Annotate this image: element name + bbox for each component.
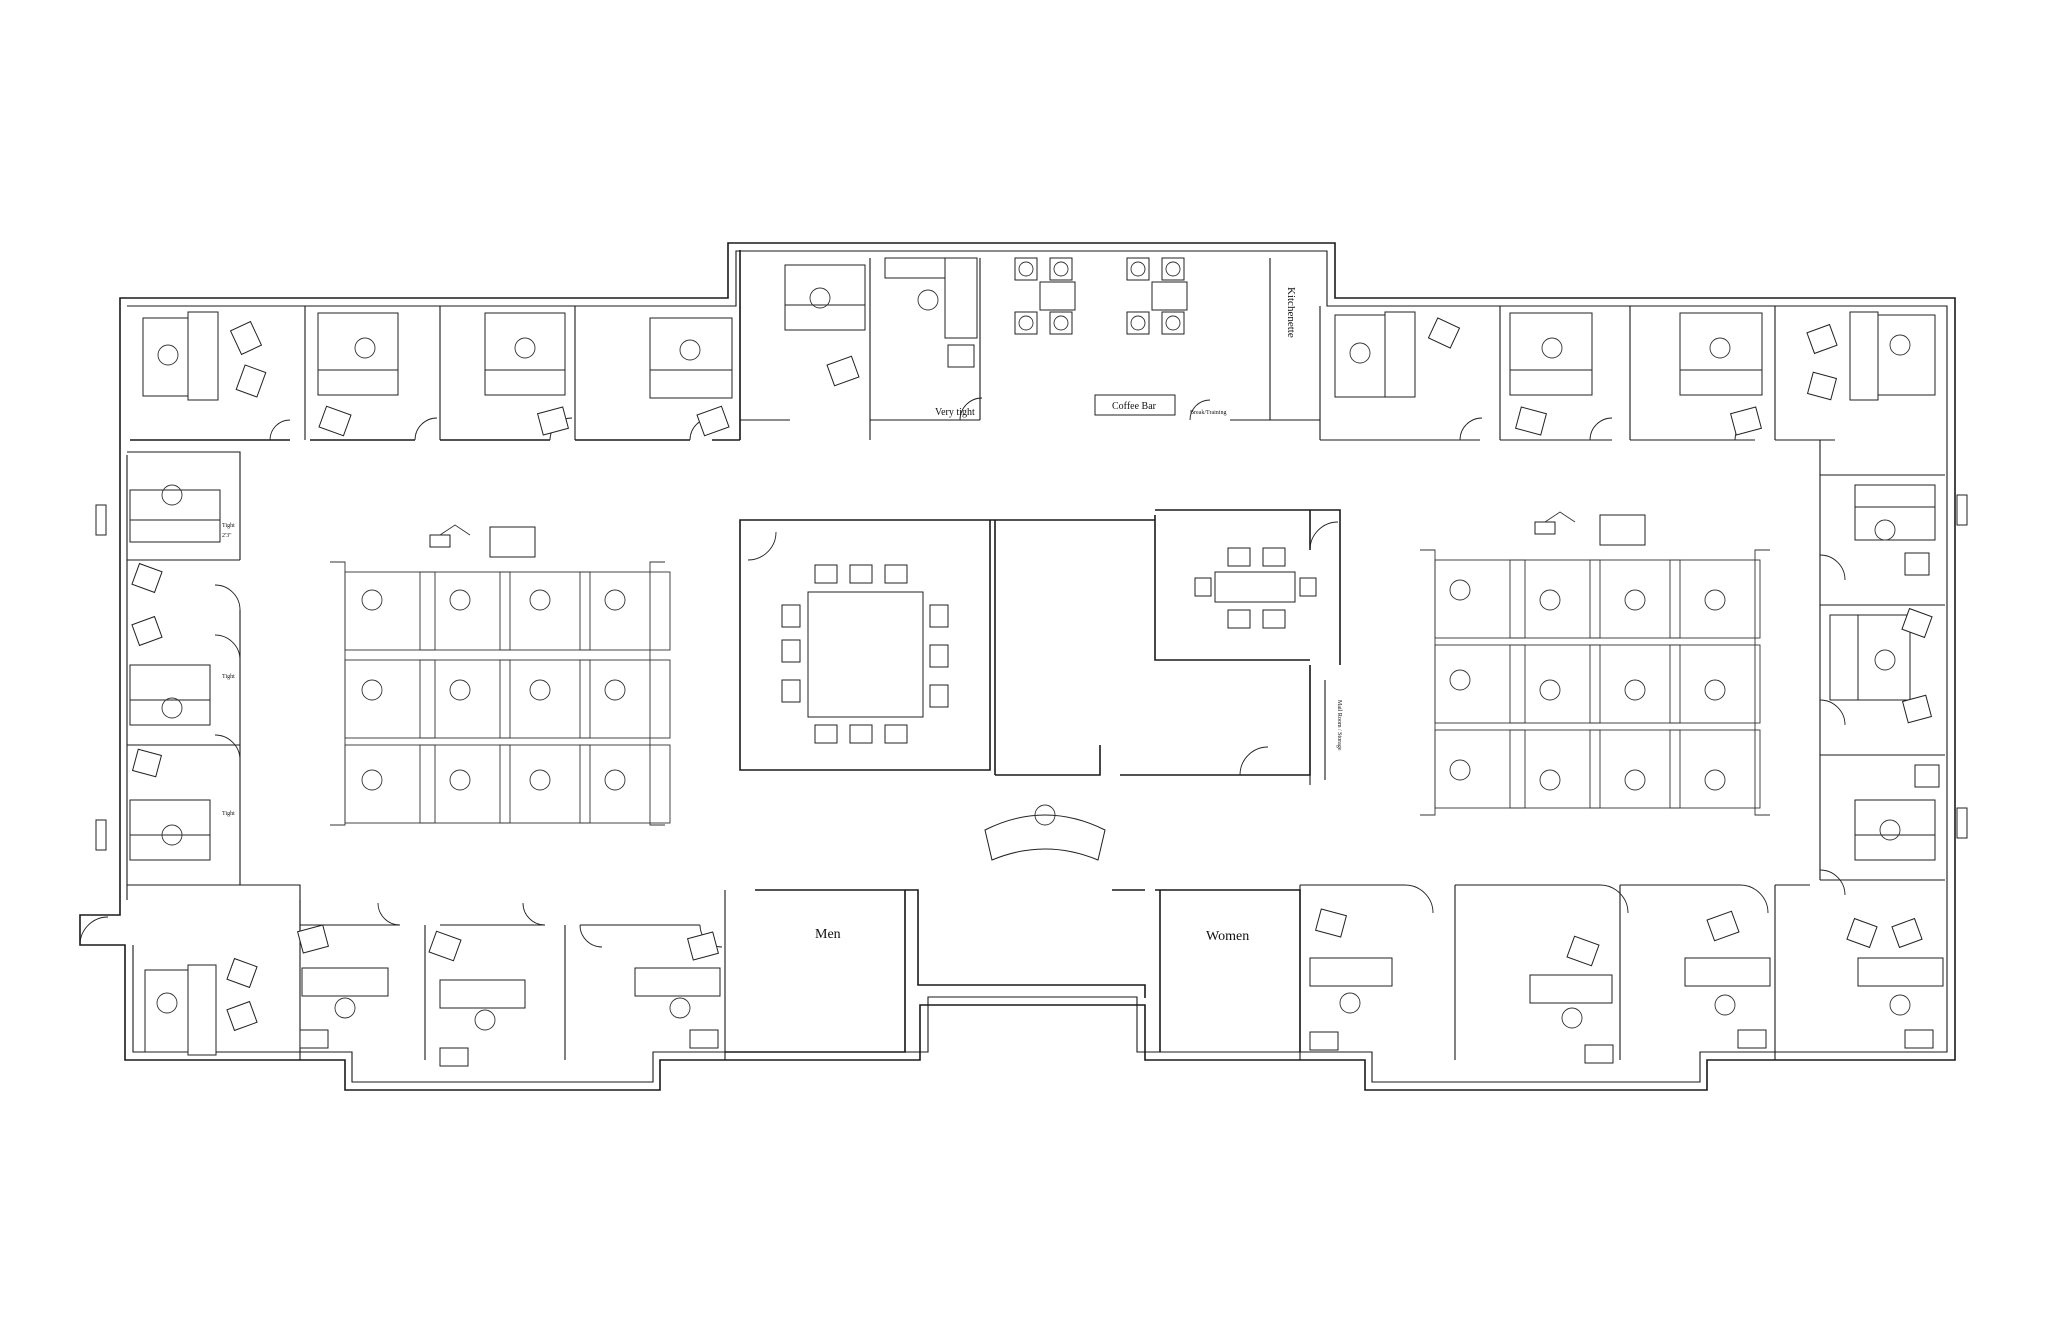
top-center-rooms: Very tight Coffee Bar Break/Training Kit… (740, 257, 1320, 440)
top-right-offices (1319, 306, 1936, 441)
small-conference-table (1214, 571, 1296, 603)
top-left-offices (130, 250, 741, 441)
center-rooms: Mail Room / Storage (739, 509, 1342, 785)
label-tight-1: Tight (222, 523, 235, 529)
bottom-left-offices (144, 889, 906, 1067)
coffee-bar-counter (1094, 394, 1176, 416)
conference-table (807, 591, 924, 718)
restrooms: Men Women (725, 889, 1301, 1053)
reception (984, 804, 1106, 861)
exterior-walls (79, 242, 1956, 1091)
bottom-right-offices (1299, 884, 1944, 1064)
label-coffee-bar: Coffee Bar (1112, 401, 1157, 412)
label-tight-3: Tight (222, 811, 235, 817)
label-break-training: Break/Training (1190, 410, 1226, 416)
label-men: Men (815, 927, 841, 942)
label-kitchenette: Kitchenette (1285, 287, 1297, 338)
break-tables (1014, 257, 1188, 335)
left-offices: Tight 2'3" Tight Tight (79, 451, 301, 946)
right-offices (1819, 440, 1968, 896)
left-workstations (330, 524, 671, 826)
label-tight-1-dim: 2'3" (222, 533, 232, 539)
right-workstations (1420, 511, 1770, 816)
label-very-tight: Very tight (935, 407, 975, 418)
label-mail-room: Mail Room / Storage (1336, 700, 1342, 751)
label-tight-2: Tight (222, 674, 235, 680)
label-women: Women (1206, 929, 1249, 944)
